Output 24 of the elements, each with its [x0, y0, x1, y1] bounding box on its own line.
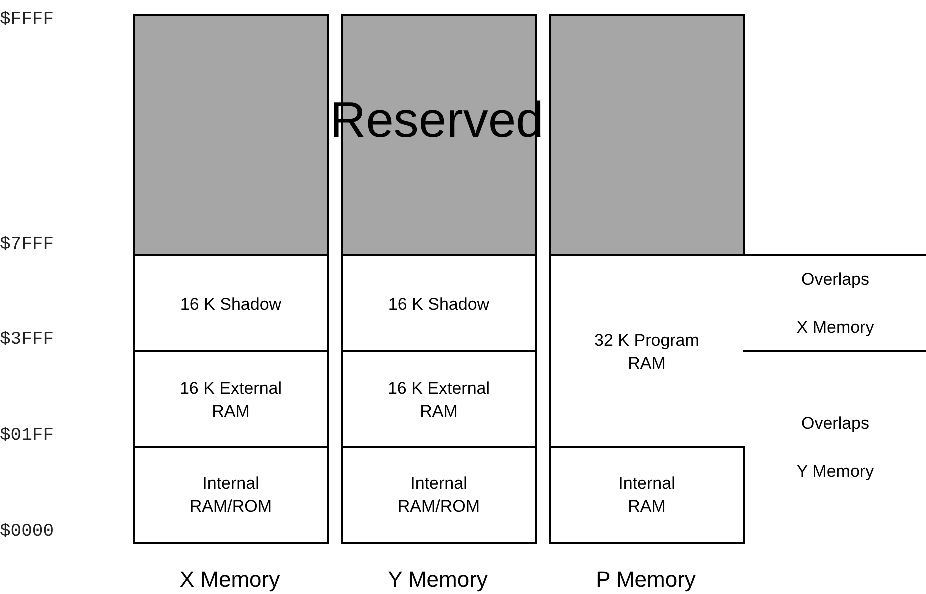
memory-region	[341, 446, 537, 544]
region-label: Overlaps X Memory	[796, 269, 876, 339]
memory-region	[549, 446, 745, 544]
address-label: $FFFF	[0, 10, 54, 30]
column-caption: Y Memory	[388, 567, 488, 593]
address-label: $7FFF	[0, 235, 54, 255]
memory-region	[133, 446, 329, 544]
region-label: 16 K Shadow	[180, 294, 282, 316]
region-label: Internal RAM/ROM	[188, 473, 274, 518]
reserved-block	[133, 14, 329, 256]
column-caption: P Memory	[596, 567, 696, 593]
region-label: Internal RAM/ROM	[396, 473, 482, 518]
address-label: $3FFF	[0, 330, 54, 350]
region-label: 32 K Program RAM	[594, 330, 700, 375]
overlap-region	[743, 254, 926, 352]
region-label: 16 K External RAM	[178, 378, 284, 423]
address-label: $0000	[0, 522, 54, 542]
region-label: Internal RAM	[618, 473, 676, 518]
reserved-block	[549, 14, 745, 256]
address-label: $01FF	[0, 426, 54, 446]
region-label: Overlaps Y Memory	[796, 413, 876, 483]
region-label: 16 K External RAM	[386, 378, 492, 423]
column-caption: X Memory	[180, 567, 280, 593]
region-label: 16 K Shadow	[388, 294, 490, 316]
